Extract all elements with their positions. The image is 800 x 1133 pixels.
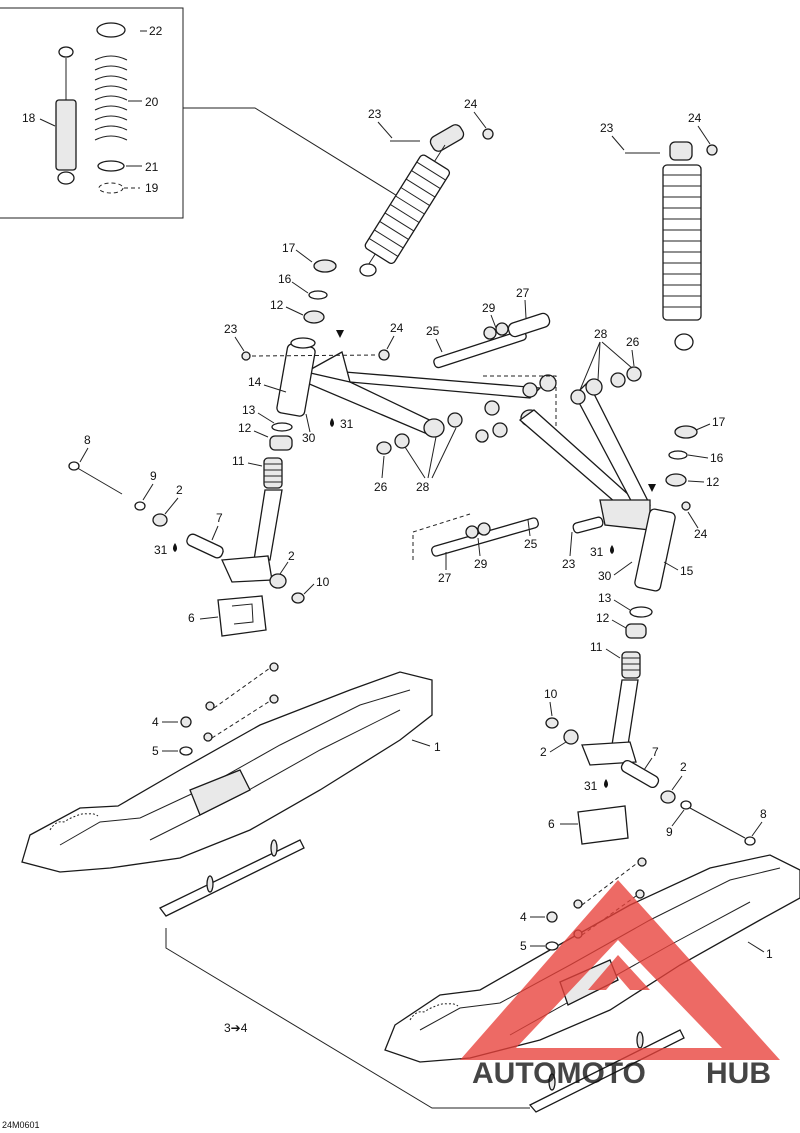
callout-25: 25 xyxy=(524,537,538,551)
callout-10: 10 xyxy=(544,687,558,701)
callout-10: 10 xyxy=(316,575,330,589)
callout-22: 22 xyxy=(149,24,163,38)
callout-1: 1 xyxy=(766,947,773,961)
callout-11: 11 xyxy=(590,640,603,654)
callout-31: 31 xyxy=(584,779,598,793)
watermark-text-automoto: AUTOMOTO xyxy=(472,1057,646,1090)
callout-30: 30 xyxy=(598,569,612,583)
callout-2: 2 xyxy=(288,549,295,563)
callout-30: 30 xyxy=(302,431,316,445)
oil-drop-icon xyxy=(173,543,177,552)
callout-21: 21 xyxy=(145,160,159,174)
callout-16: 16 xyxy=(278,272,292,286)
diagram-code: 24M0601 xyxy=(2,1120,40,1130)
callout-24: 24 xyxy=(464,97,478,111)
callout-29: 29 xyxy=(474,557,488,571)
callout-9: 9 xyxy=(150,469,157,483)
callout-13: 13 xyxy=(242,403,256,417)
callout-28: 28 xyxy=(416,480,430,494)
inset-reference-line xyxy=(183,107,421,211)
callout-9: 9 xyxy=(666,825,673,839)
callout-2: 2 xyxy=(680,760,687,774)
arrow-icon xyxy=(648,484,656,492)
callout-29: 29 xyxy=(482,301,496,315)
watermark-triangle-logo xyxy=(460,880,780,1060)
callout-4: 4 xyxy=(520,910,527,924)
callout-6: 6 xyxy=(548,817,555,831)
callout-19: 19 xyxy=(145,181,159,195)
callout-18: 18 xyxy=(22,111,36,125)
callout-8: 8 xyxy=(84,433,91,447)
upper-pivot-parts: 29 27 25 28 26 xyxy=(374,286,557,494)
arrow-icon xyxy=(336,330,344,338)
callout-4: 4 xyxy=(152,715,159,729)
callout-27: 27 xyxy=(438,571,452,585)
shock-absorber-part xyxy=(55,46,77,185)
callout-3-4: 3➔4 xyxy=(224,1021,248,1035)
callout-24: 24 xyxy=(688,111,702,125)
spring-part xyxy=(94,22,128,194)
callout-23: 23 xyxy=(368,107,382,121)
callout-23: 23 xyxy=(224,322,238,336)
callout-14: 14 xyxy=(248,375,262,389)
ski-runner-reference: 3➔4 xyxy=(165,928,530,1109)
callout-6: 6 xyxy=(188,611,195,625)
callout-31: 31 xyxy=(340,417,354,431)
callout-20: 20 xyxy=(145,95,159,109)
callout-12: 12 xyxy=(706,475,720,489)
callout-5: 5 xyxy=(520,939,527,953)
callout-23: 23 xyxy=(562,557,576,571)
callout-17: 17 xyxy=(282,241,296,255)
left-ski: 4 5 1 xyxy=(21,662,441,917)
oil-drop-icon xyxy=(604,779,608,788)
watermark-text-hub: HUB xyxy=(706,1057,771,1090)
right-a-arm-assembly: 28 26 17 16 12 24 31 30 15 23 25 29 27 xyxy=(412,327,756,846)
callout-13: 13 xyxy=(598,591,612,605)
left-shock-assembly: 23 24 xyxy=(359,97,494,277)
callout-12: 12 xyxy=(238,421,252,435)
callout-16: 16 xyxy=(710,451,724,465)
callout-25: 25 xyxy=(426,324,440,338)
oil-drop-icon xyxy=(610,545,614,554)
callout-26: 26 xyxy=(374,480,388,494)
callout-7: 7 xyxy=(216,511,223,525)
callout-24: 24 xyxy=(694,527,708,541)
callout-8: 8 xyxy=(760,807,767,821)
callout-17: 17 xyxy=(712,415,726,429)
left-spindle-callouts: 8 9 2 7 31 2 10 6 xyxy=(79,433,330,625)
callout-31: 31 xyxy=(154,543,168,557)
callout-31: 31 xyxy=(590,545,604,559)
callout-24: 24 xyxy=(390,321,404,335)
callout-1: 1 xyxy=(434,740,441,754)
callout-28: 28 xyxy=(594,327,608,341)
callout-2: 2 xyxy=(176,483,183,497)
right-spindle-callouts: 13 12 11 10 2 7 31 2 6 9 8 xyxy=(540,591,767,839)
callout-2: 2 xyxy=(540,745,547,759)
right-shock-assembly: 23 24 xyxy=(600,111,718,351)
callout-11: 11 xyxy=(232,454,245,468)
callout-7: 7 xyxy=(652,745,659,759)
callout-23: 23 xyxy=(600,121,614,135)
callout-5: 5 xyxy=(152,744,159,758)
callout-12: 12 xyxy=(270,298,284,312)
callout-27: 27 xyxy=(516,286,530,300)
callout-15: 15 xyxy=(680,564,694,578)
left-a-arm-assembly: 17 16 12 23 24 14 13 30 31 12 11 xyxy=(68,241,542,637)
callout-26: 26 xyxy=(626,335,640,349)
callout-12: 12 xyxy=(596,611,610,625)
inset-shock-components: 22 20 18 21 19 xyxy=(0,7,184,219)
oil-drop-icon xyxy=(330,418,334,427)
automotohub-watermark: AUTOMOTO HUB xyxy=(460,880,780,1090)
